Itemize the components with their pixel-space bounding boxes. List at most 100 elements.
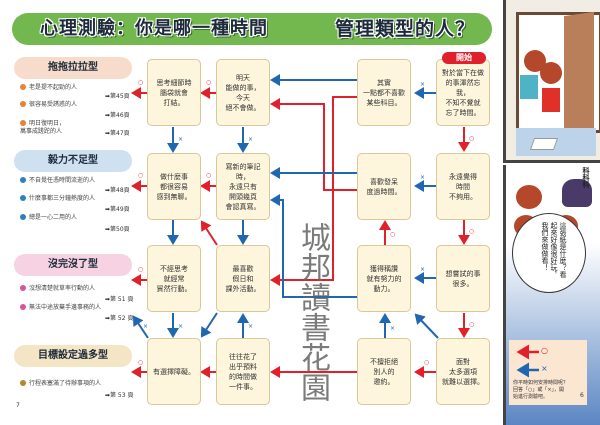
arrow-no (270, 194, 357, 298)
type-label-endless: 沒完沒了型 (14, 254, 132, 276)
question-box[interactable]: 不經思考 就經常 貿然行動。 (147, 245, 201, 312)
arrow-no (414, 313, 439, 339)
watermark: 城邦讀書花園 (295, 222, 330, 402)
quiz-paper-illustration (529, 138, 559, 150)
bullet-icon (20, 195, 26, 201)
type-item: 行程表塞滿了待辦事項的人 (20, 380, 101, 388)
start-badge: 開始 (442, 52, 486, 64)
no-mark: × (390, 325, 395, 332)
type-item: 不自覺任憑時間流逝的人 (20, 177, 95, 185)
no-mark: × (178, 323, 183, 330)
page-ref[interactable]: ➡第48頁 (105, 187, 130, 194)
item-text: 什麼事都三分鐘熱度的人 (29, 195, 96, 202)
bullet-icon (20, 84, 26, 90)
question-box[interactable]: 其實 一點都不喜歡 某些科目。 (357, 59, 411, 126)
question-box[interactable]: 喜歡發呆 度過時間。 (357, 153, 411, 220)
question-box[interactable]: 想嘗試的事 很多。 (436, 245, 490, 312)
no-mark: × (248, 136, 253, 143)
item-text: 明日復明日， 萬事成蹉跎的人 (20, 120, 66, 135)
yes-mark: ○ (390, 231, 395, 238)
yes-mark: ○ (138, 172, 143, 179)
type-item: 明日復明日， 萬事成蹉跎的人 (20, 120, 65, 136)
yes-mark: ○ (206, 172, 211, 179)
no-mark: × (420, 266, 425, 273)
sound-effect: 科科科 (582, 167, 590, 188)
question-box[interactable]: 有選擇障礙。 (147, 338, 201, 405)
type-item: 沒想清楚就草率行動的人 (20, 285, 95, 293)
question-box[interactable]: 面對 太多選項 就難以選擇。 (436, 338, 490, 405)
type-label-lacking-perseverance: 毅力不足型 (14, 150, 132, 172)
yes-mark: ○ (138, 79, 143, 86)
character-illustration (516, 185, 542, 209)
speech-text: 這張紙是什麼？看起來好像很好玩，我們來做做看！ (541, 222, 567, 278)
start-question-box[interactable]: 對於當下在做 的事渾然忘我， 不知不覺就 忘了時間。 (436, 59, 490, 126)
item-text: 不自覺任憑時間流逝的人 (29, 177, 96, 184)
type-item: 無法中途放棄手邊事務的人 (20, 304, 101, 312)
bullet-icon (20, 120, 26, 126)
bullet-icon (20, 285, 26, 291)
arrow-yes (200, 220, 218, 246)
question-box[interactable]: 獲得稱讚 就有努力的 動力。 (357, 245, 411, 312)
item-text: 沒想清楚就草率行動的人 (29, 285, 96, 292)
page-ref[interactable]: ➡第50頁 (105, 226, 130, 233)
question-box[interactable]: 最喜歡 假日和 課外活動。 (216, 245, 270, 312)
bullet-icon (20, 177, 26, 183)
legend-arrows (516, 344, 539, 378)
question-box[interactable]: 思考細節時 腦袋就會 打結。 (147, 59, 201, 126)
bullet-icon (20, 101, 26, 107)
question-box[interactable]: 永遠覺得 時間 不夠用。 (436, 153, 490, 220)
arrow-yes (270, 96, 357, 286)
yes-mark: ○ (138, 359, 143, 366)
page-ref[interactable]: ➡第49頁 (105, 206, 130, 213)
no-mark: × (143, 323, 148, 330)
yes-mark: ○ (469, 321, 474, 328)
type-label-too-many-goals: 目標設定過多型 (14, 345, 132, 367)
page-ref[interactable]: ➡第46頁 (105, 112, 130, 119)
type-label-procrastinator: 拖拖拉拉型 (14, 57, 132, 79)
legend-no-mark: × (541, 364, 548, 373)
type-item: 總是一心二用的人 (20, 214, 77, 222)
type-item: 老是提不起勁的人 (20, 84, 77, 92)
character-illustration (540, 62, 562, 84)
type-item: 很容易受誘惑的人 (20, 101, 77, 109)
answer-legend: ○ × 你平時如何安排時間呢？ 回答「○」或「×」，開 始進行測驗吧。 (509, 340, 587, 405)
page-title-right: 管理類型的人？ (335, 18, 476, 40)
no-mark: × (420, 174, 425, 181)
character-illustration (542, 88, 560, 112)
page-ref[interactable]: ➡第 52 頁 (105, 315, 134, 322)
yes-mark: ○ (206, 79, 211, 86)
character-illustration (520, 75, 538, 99)
page-ref[interactable]: ➡第45頁 (105, 93, 130, 100)
title-banner (12, 13, 492, 45)
bullet-icon (20, 304, 26, 310)
page-ref[interactable]: ➡第 53 頁 (105, 392, 134, 399)
question-box[interactable]: 做什麼事 都很容易 感到無聊。 (147, 153, 201, 220)
page-ref[interactable]: ➡第47頁 (105, 130, 130, 137)
bullet-icon (20, 214, 26, 220)
arrow-no (200, 312, 218, 338)
legend-yes-mark: ○ (541, 346, 548, 355)
yes-mark: ○ (469, 228, 474, 235)
question-box[interactable]: 不擅拒絕 別人的 邀約。 (357, 338, 411, 405)
page-number-left: 7 (16, 402, 20, 409)
legend-instructions: 你平時如何安排時間呢？ 回答「○」或「×」，開 始進行測驗吧。 (513, 380, 569, 400)
no-mark: × (178, 136, 183, 143)
yes-mark: ○ (424, 359, 429, 366)
monster-illustration (562, 179, 592, 207)
yes-mark: ○ (469, 135, 474, 142)
question-box[interactable]: 往往花了 出乎預料 的時間做 一件事。 (216, 338, 270, 405)
item-text: 總是一心二用的人 (29, 214, 78, 221)
arrow-yes (270, 98, 357, 191)
question-box[interactable]: 寫新的筆記時， 永遠只有 開頭幾頁 會認真寫。 (216, 153, 270, 220)
question-box[interactable]: 明天 能做的事， 今天 絕不會做。 (216, 59, 270, 126)
page-number-right: 6 (580, 392, 584, 399)
arrow-no (132, 315, 149, 339)
page-title-left: 心理測驗：你是哪一種時間 (40, 18, 268, 39)
page-ref[interactable]: ➡第 51 頁 (105, 296, 134, 303)
item-text: 無法中途放棄手邊事務的人 (29, 304, 102, 311)
no-mark: × (248, 323, 253, 330)
no-mark: × (420, 81, 425, 88)
yes-mark: ○ (138, 266, 143, 273)
speech-bubble (512, 213, 586, 293)
